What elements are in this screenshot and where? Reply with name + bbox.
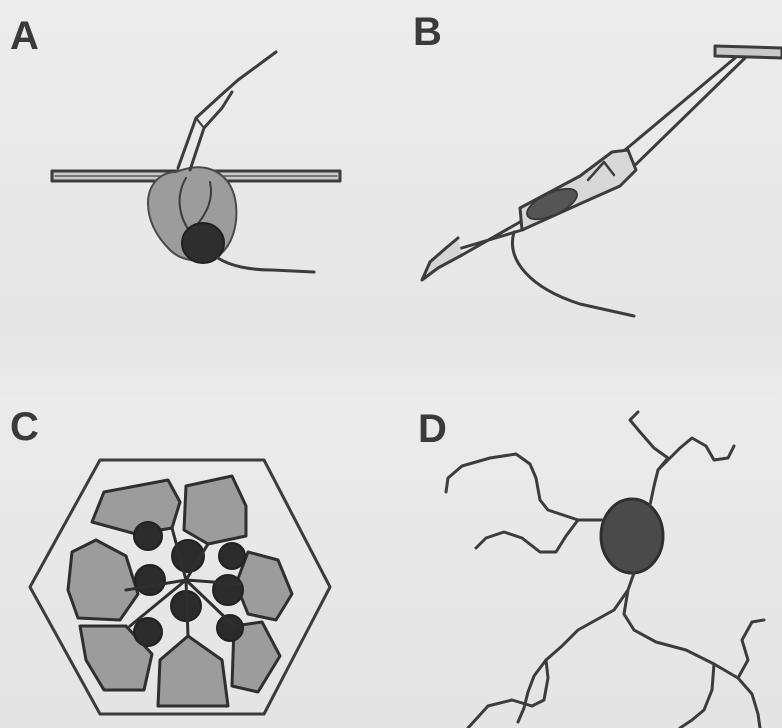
panel-d-process-left: [476, 520, 578, 552]
panel-d-cell-body: [601, 499, 663, 573]
panel-a-axon: [218, 258, 314, 272]
panel-d-process-lower-right: [680, 664, 714, 728]
panel-a-drawing: [52, 52, 340, 272]
panel-d-process-bottom: [518, 573, 634, 722]
panel-b-drawing: [422, 46, 782, 316]
panel-d-processes: [446, 412, 764, 728]
panel-c-nucleus: [213, 575, 243, 605]
panel-c-drawing: [30, 460, 330, 714]
panel-d-process-right-branch: [738, 620, 764, 678]
panel-c-cell-left: [68, 540, 138, 620]
panel-d-process-top-right: [658, 438, 734, 470]
panel-c-nucleus: [135, 565, 165, 595]
panel-b-cell-tip: [422, 238, 462, 280]
panel-c-cell-top-left: [92, 480, 180, 534]
panel-b-cell-outline: [424, 58, 745, 276]
panel-d-process-top: [630, 412, 668, 505]
panel-b-nucleus: [523, 183, 581, 226]
panel-d-process-bottom-right: [624, 590, 760, 728]
panel-b-axon: [512, 232, 634, 316]
panel-c-nucleus: [217, 615, 243, 641]
panel-b-plate: [715, 46, 782, 58]
panel-c-cell-top-right: [184, 476, 246, 544]
panel-c-nucleus: [134, 522, 162, 550]
panel-d-process-bottom-branch: [468, 660, 548, 728]
panel-c-cell-bottom-mid: [158, 636, 228, 706]
panel-d-drawing: [446, 412, 764, 728]
panel-c-nucleus: [219, 543, 245, 569]
panel-c-peripheral-cells: [68, 476, 292, 706]
panel-d-process-upper-left: [446, 454, 602, 520]
panel-c-nucleus: [134, 618, 162, 646]
panel-a-apical-process: [178, 52, 276, 170]
